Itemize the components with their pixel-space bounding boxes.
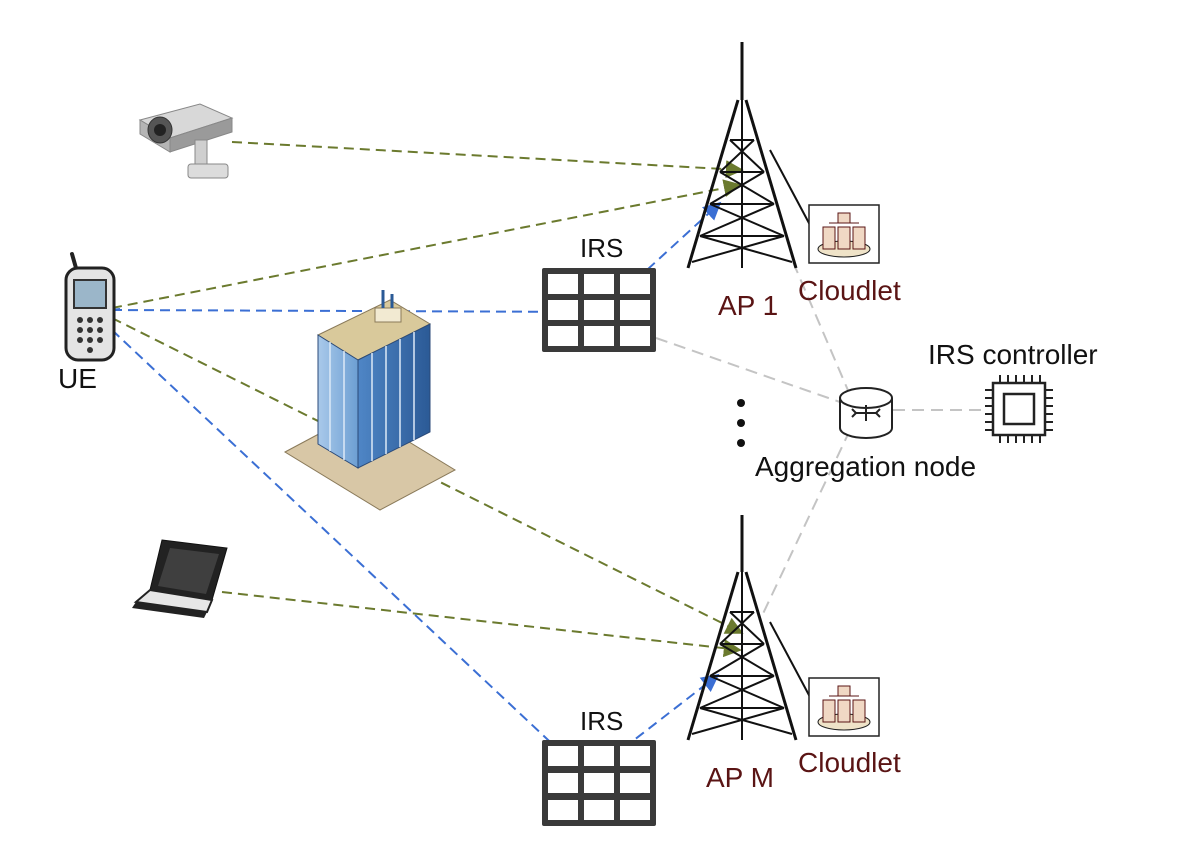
link-ue-irs1	[111, 302, 600, 321]
link-camera-ap1	[231, 141, 744, 179]
chip-icon	[985, 375, 1053, 443]
aggregation-node-label: Aggregation node	[755, 451, 976, 482]
apm-label: AP M	[706, 762, 774, 793]
irs-panel-icon	[542, 268, 656, 352]
link-irs-aggregation	[655, 337, 841, 403]
wired-links	[655, 261, 985, 621]
irs-controller-label: IRS controller	[928, 339, 1098, 370]
irs-panel-icon	[542, 740, 656, 826]
link-aggregation-apm	[759, 429, 851, 621]
router-icon	[839, 387, 893, 439]
phone-icon	[64, 252, 116, 362]
cloudlet-bottom-label: Cloudlet	[798, 747, 901, 778]
cloudlet-top-label: Cloudlet	[798, 275, 901, 306]
link-ue-ap1	[111, 179, 742, 309]
cloudlet-icon	[808, 204, 880, 264]
link-laptop-apm	[221, 591, 742, 658]
building-icon	[283, 290, 457, 511]
irs-bottom-label: IRS	[580, 706, 623, 736]
laptop-icon	[132, 539, 228, 618]
cloudlet-icon	[808, 677, 880, 737]
ap1-label: AP 1	[718, 290, 778, 321]
ellipsis-dots	[737, 399, 745, 447]
ue-label: UE	[58, 363, 97, 394]
tower-icon	[686, 42, 811, 269]
link-ap1-aggregation	[792, 261, 851, 396]
link-ue-irs2	[111, 329, 582, 772]
tower-icon	[686, 515, 811, 741]
irs-top-label: IRS	[580, 233, 623, 263]
camera-icon	[138, 103, 234, 179]
